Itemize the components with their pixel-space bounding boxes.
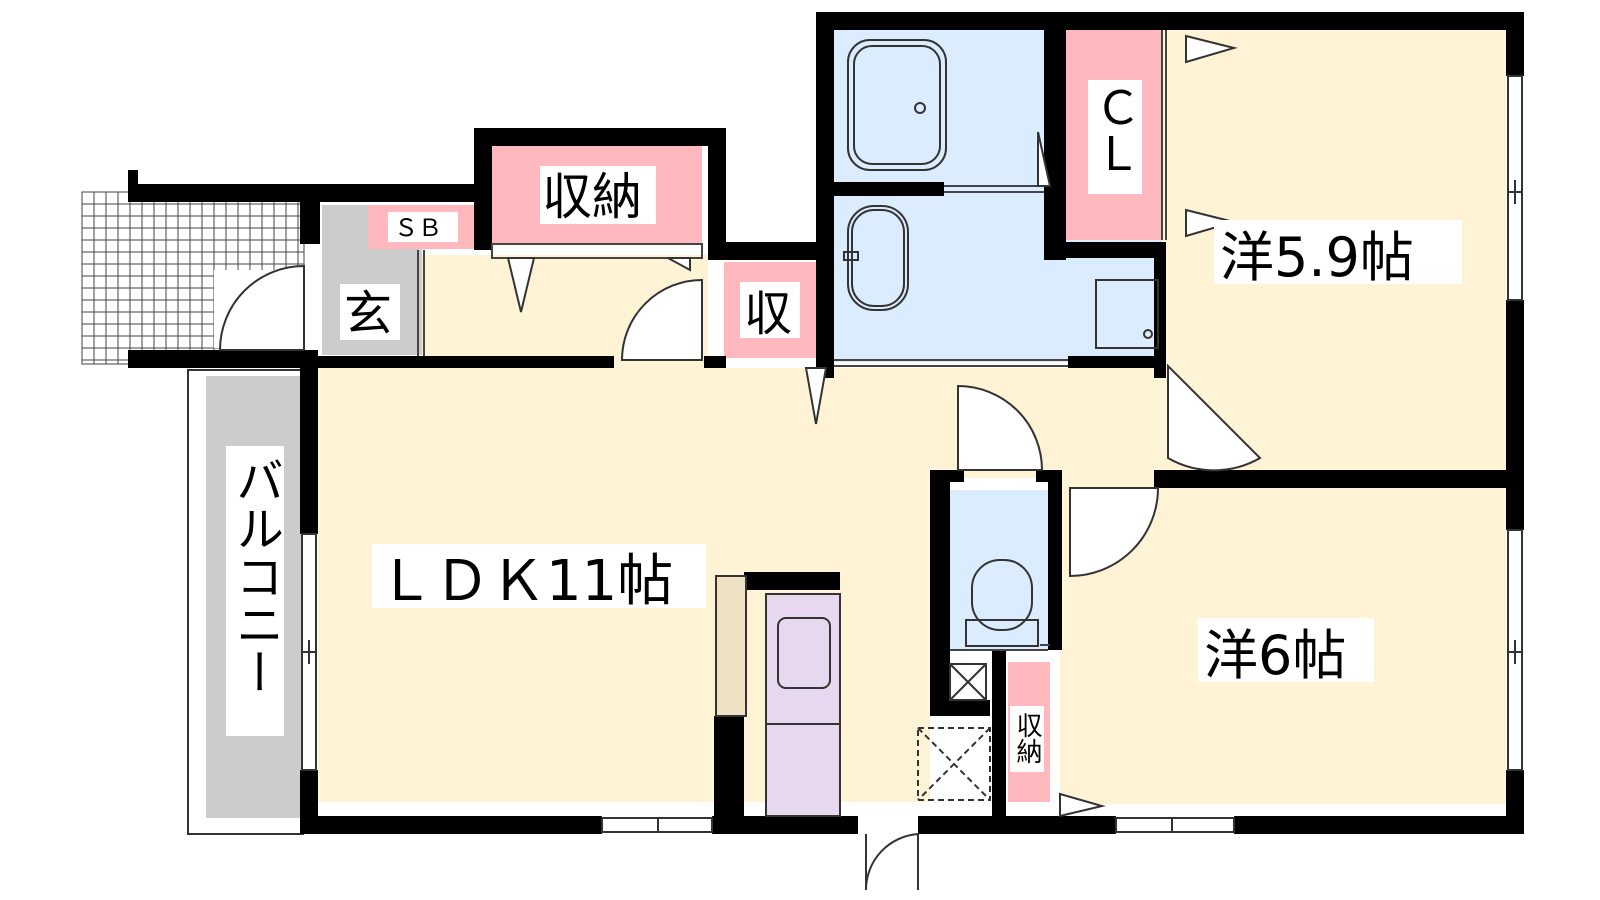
bedroom-b-door [1069, 487, 1160, 578]
fixtures [715, 39, 1159, 817]
walls [128, 12, 1524, 834]
window-bottom-bed [1115, 817, 1235, 833]
thin-partitions [417, 30, 1167, 651]
closet-label: ＣＬ [1088, 84, 1142, 176]
storage-small-door [620, 278, 703, 361]
labels: ＬＤＫ11帖 洋5.9帖 洋6帖 収納 収 ＣＬ ＳＢ 玄 バルコニー 収納 [226, 80, 1462, 772]
bedroom-a-door [1167, 363, 1262, 472]
storage-main-label: 収納 [542, 168, 642, 226]
counter-icon [715, 575, 747, 717]
windows [301, 75, 1523, 833]
toilet-icon [971, 559, 1033, 631]
ldk-label: ＬＤＫ11帖 [378, 549, 673, 614]
ventilation-icon [949, 663, 987, 701]
doors [218, 264, 1262, 891]
washing-machine-icon [1095, 279, 1159, 349]
storage-toilet-label: 収納 [1012, 712, 1042, 764]
floor-hatch-icon [917, 727, 991, 801]
bathtub-icon [847, 39, 947, 171]
balcony-rail [187, 369, 304, 835]
hall-door [957, 384, 1044, 471]
wash-basin-icon [847, 205, 909, 311]
balcony-label: バルコニー [227, 456, 283, 696]
shoe-box-label: ＳＢ [394, 214, 442, 242]
door-marks [506, 34, 1238, 818]
western-b-label: 洋6帖 [1204, 624, 1346, 687]
western-a-label: 洋5.9帖 [1220, 226, 1414, 289]
entrance-door [218, 264, 305, 351]
fridge-icon [765, 593, 841, 817]
entrance-label: 玄 [344, 286, 392, 342]
storage-small-label: 収 [744, 286, 792, 342]
balcony-exit-door [864, 833, 919, 891]
